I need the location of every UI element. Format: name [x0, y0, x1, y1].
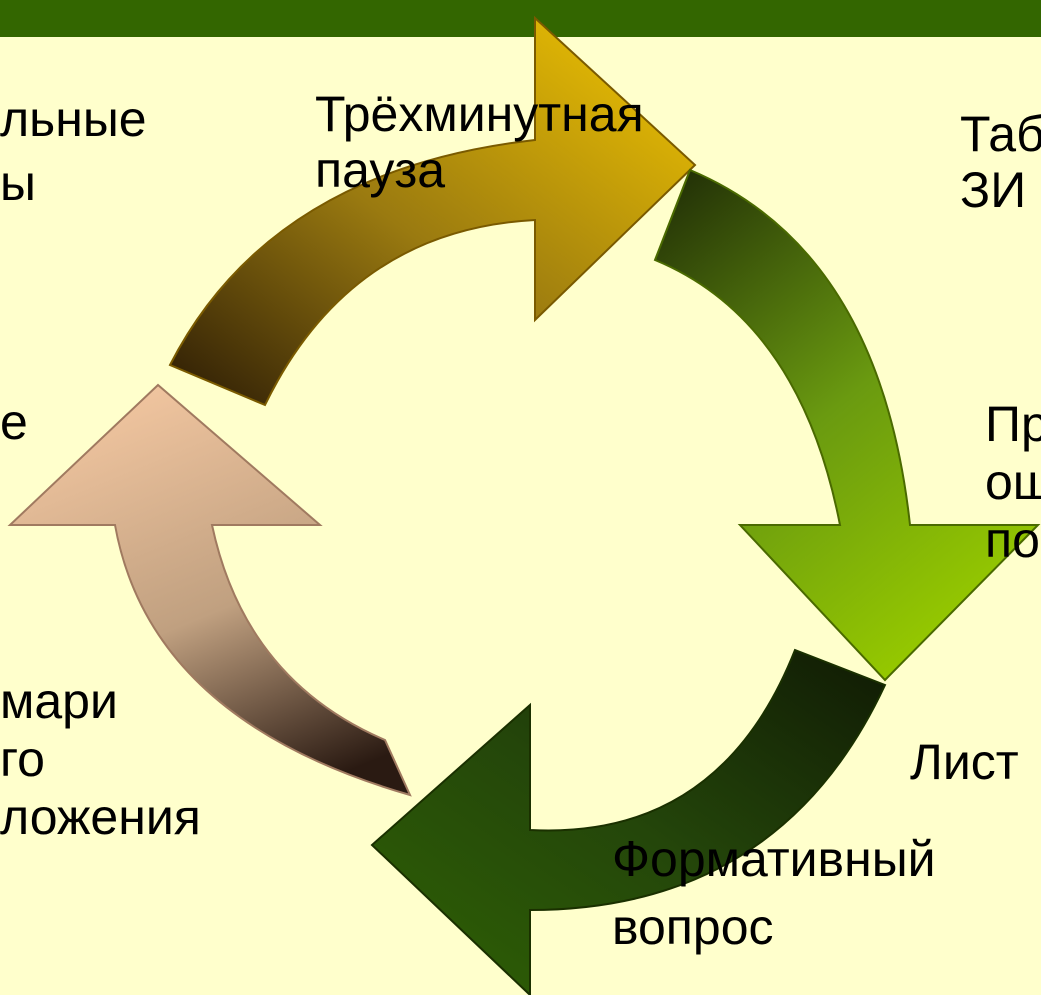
label-three-minute-pause: Трёхминутная пауза	[315, 85, 644, 199]
label-line: вопрос	[612, 899, 774, 955]
label-left-bottom: мари го ложения	[0, 672, 201, 846]
label-line: ЗИ	[960, 162, 1027, 218]
label-line: Лист	[910, 734, 1019, 790]
arrow-yellow-top	[168, 15, 697, 407]
arrow-green-right	[653, 168, 1041, 682]
label-formative-question: Формативный вопрос	[612, 830, 936, 956]
label-left-top: льные ы	[0, 90, 147, 212]
label-line: по	[985, 512, 1040, 568]
label-line: мари	[0, 673, 118, 729]
title-bar	[0, 0, 1041, 37]
label-line: Пр	[985, 396, 1041, 452]
arrow-green-bottom	[370, 648, 887, 995]
label-line: льные	[0, 91, 147, 147]
label-line: ы	[0, 155, 36, 211]
label-top-right: Таб ЗИ	[960, 105, 1041, 219]
arrow-peach-left	[7, 383, 412, 797]
label-line: го	[0, 731, 45, 787]
label-line: е	[0, 394, 28, 450]
label-line: Трёхминутная	[315, 86, 644, 142]
label-line: ложения	[0, 789, 201, 845]
label-bottom-right: Лист	[910, 733, 1019, 791]
label-line: Таб	[960, 106, 1041, 162]
label-line: Формативный	[612, 831, 936, 887]
label-line: пауза	[315, 142, 446, 198]
label-right-mid: Пр ош по	[985, 395, 1041, 569]
label-line: ош	[985, 454, 1041, 510]
label-left-mid: е	[0, 393, 28, 451]
